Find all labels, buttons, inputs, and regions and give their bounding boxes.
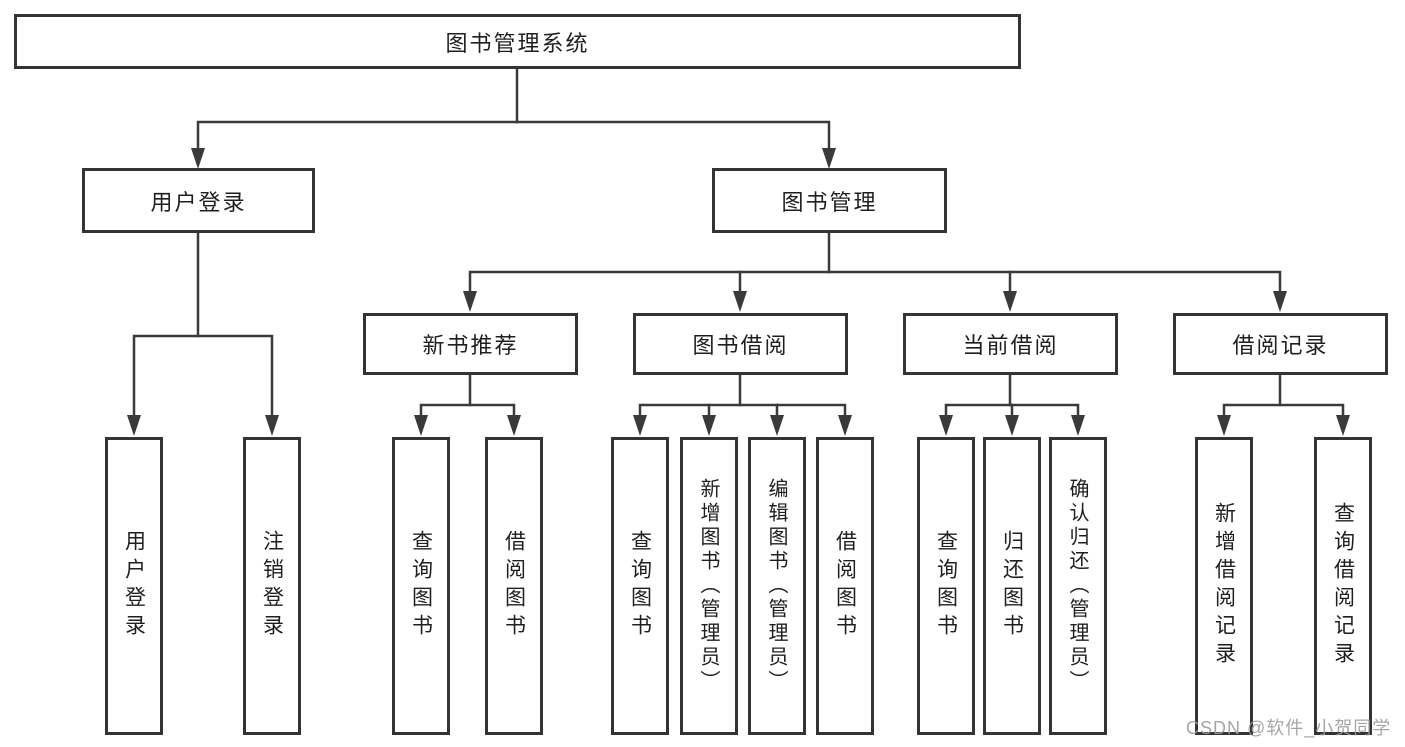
leaf-borrow-books-recommend: 借阅图书 bbox=[485, 437, 543, 735]
leaf-return-books: 归还图书 bbox=[983, 437, 1041, 735]
node-current-borrowing: 当前借阅 bbox=[903, 313, 1118, 375]
node-library-management-system: 图书管理系统 bbox=[14, 14, 1021, 69]
node-book-management: 图书管理 bbox=[712, 168, 947, 233]
leaf-query-books-current: 查询图书 bbox=[917, 437, 975, 735]
node-book-borrowing: 图书借阅 bbox=[633, 313, 848, 375]
csdn-watermark: CSDN @软件_小贺同学 bbox=[1186, 718, 1392, 738]
leaf-add-borrow-record: 新增借阅记录 bbox=[1195, 437, 1253, 735]
leaf-query-books-borrowing: 查询图书 bbox=[611, 437, 669, 735]
node-borrowing-records: 借阅记录 bbox=[1173, 313, 1388, 375]
node-new-book-recommend: 新书推荐 bbox=[363, 313, 578, 375]
leaf-query-borrow-record: 查询借阅记录 bbox=[1314, 437, 1372, 735]
leaf-add-books-admin: 新增图书（管理员） bbox=[680, 437, 738, 735]
leaf-borrow-books-borrowing: 借阅图书 bbox=[816, 437, 874, 735]
arrowheads bbox=[127, 148, 1350, 436]
leaf-user-login: 用户登录 bbox=[105, 437, 163, 735]
leaf-edit-books-admin: 编辑图书（管理员） bbox=[748, 437, 806, 735]
leaf-logout: 注销登录 bbox=[243, 437, 301, 735]
leaf-query-books-recommend: 查询图书 bbox=[392, 437, 450, 735]
node-user-login: 用户登录 bbox=[82, 168, 315, 233]
leaf-confirm-return-admin: 确认归还（管理员） bbox=[1049, 437, 1107, 735]
